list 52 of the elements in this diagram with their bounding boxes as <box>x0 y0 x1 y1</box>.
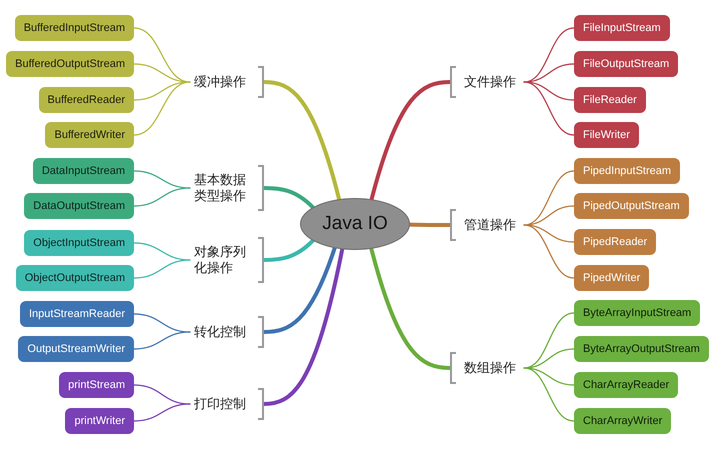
class-box: CharArrayWriter <box>574 408 672 434</box>
branch-connector <box>262 238 315 262</box>
class-box: DataInputStream <box>32 158 134 184</box>
category-label: 打印控制 <box>194 396 247 412</box>
connector <box>523 170 575 226</box>
category-label: 数组操作 <box>464 360 517 376</box>
branch-connector <box>262 247 344 406</box>
branch-connector <box>408 222 452 227</box>
class-box: BufferedWriter <box>45 122 134 148</box>
connector <box>523 224 575 279</box>
class-box: BufferedOutputStream <box>6 51 134 77</box>
class-box: CharArrayReader <box>574 372 678 398</box>
connector <box>133 259 191 279</box>
class-box: BufferedInputStream <box>14 15 134 41</box>
class-box: PipedWriter <box>574 265 650 291</box>
branch-connector <box>262 80 342 202</box>
connector <box>523 367 575 422</box>
class-box: PipedReader <box>574 229 656 255</box>
category-label: 文件操作 <box>464 74 517 90</box>
class-box: BufferedReader <box>38 87 134 113</box>
class-box: OutputStreamWriter <box>18 336 134 362</box>
class-box: FileWriter <box>574 122 639 148</box>
branch-connector <box>369 246 452 370</box>
connector <box>133 81 191 136</box>
center-ellipse: Java IO <box>300 198 410 250</box>
branch-connector <box>262 186 315 210</box>
category-label: 对象序列化操作 <box>194 244 247 276</box>
branch-connector <box>262 246 337 334</box>
connector <box>133 403 191 422</box>
connector <box>133 331 191 350</box>
class-box: ObjectOutputStream <box>16 265 134 291</box>
connector <box>523 81 575 136</box>
class-box: ObjectInputStream <box>24 230 134 256</box>
category-label: 缓冲操作 <box>194 74 247 90</box>
class-box: printWriter <box>65 408 134 434</box>
class-box: FileInputStream <box>574 15 670 41</box>
branch-connector <box>370 80 452 202</box>
class-box: FileOutputStream <box>574 51 678 77</box>
class-box: PipedOutputStream <box>574 193 689 219</box>
connector <box>523 312 575 369</box>
category-label: 管道操作 <box>464 217 517 233</box>
connector <box>133 187 191 207</box>
class-box: printStream <box>59 372 134 398</box>
class-box: DataOutputStream <box>24 193 134 219</box>
class-box: InputStreamReader <box>20 301 134 327</box>
class-box: FileReader <box>574 87 646 113</box>
class-box: ByteArrayOutputStream <box>574 336 709 362</box>
class-box: ByteArrayInputStream <box>574 300 700 326</box>
category-label: 转化控制 <box>194 324 247 340</box>
category-label: 基本数据类型操作 <box>194 172 247 204</box>
connector <box>523 27 575 83</box>
class-box: PipedInputStream <box>574 158 680 184</box>
